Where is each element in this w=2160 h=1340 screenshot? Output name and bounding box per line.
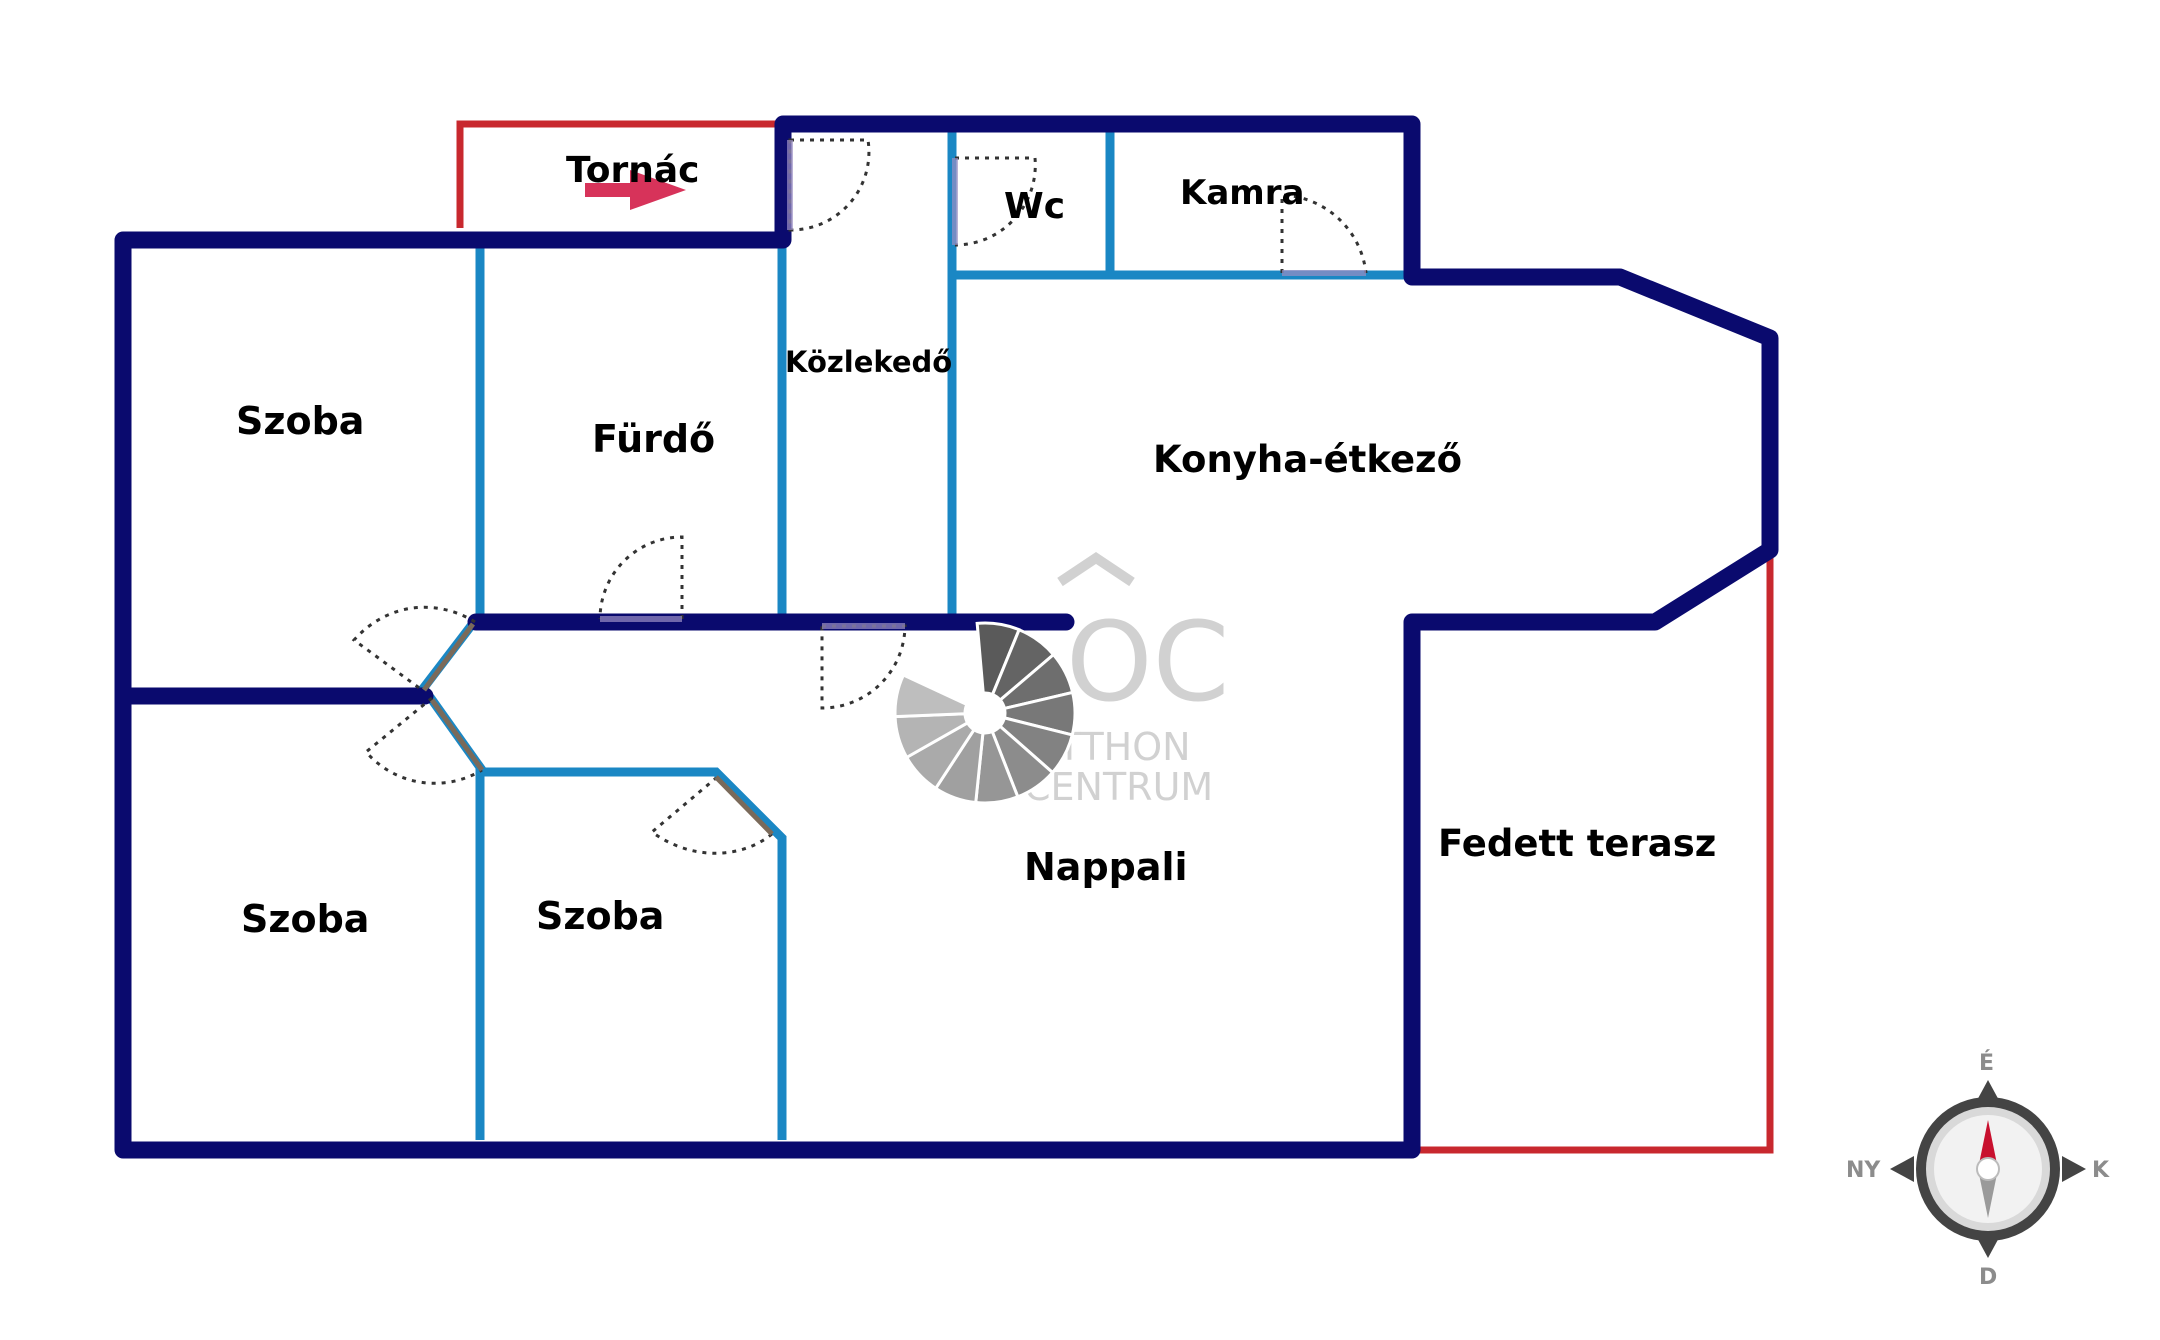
- room-label-szoba-bottom-mid: Szoba: [536, 894, 664, 938]
- covered-terrace-outline: [1410, 550, 1774, 1154]
- watermark-logo: OC: [1066, 598, 1229, 726]
- door-swings: [351, 138, 1368, 855]
- entrance-arrow-icon: [585, 170, 686, 210]
- door-leaves-diagonal: [421, 622, 774, 836]
- stair-tread: [893, 672, 969, 719]
- outer-walls: [114, 115, 1779, 1159]
- watermark-roof-icon: [1057, 551, 1135, 587]
- porch-outline: [456, 120, 778, 228]
- stair-core: [967, 695, 1003, 731]
- compass-east-label: K: [2092, 1158, 2110, 1183]
- compass-needle-south: [1978, 1169, 1998, 1218]
- room-label-kamra: Kamra: [1180, 173, 1304, 213]
- room-label-tornac: Tornác: [566, 150, 700, 191]
- room-labels: Tornác Wc Kamra Közlekedő Szoba Fürdő Ko…: [236, 150, 1716, 941]
- room-label-szoba-bottom-left: Szoba: [241, 897, 369, 941]
- door-leaves: [600, 140, 1366, 629]
- room-label-konyha: Konyha-étkező: [1153, 438, 1462, 481]
- room-label-fedett-terasz: Fedett terasz: [1438, 822, 1716, 865]
- room-label-nappali: Nappali: [1024, 845, 1188, 889]
- compass-needle-north: [1978, 1120, 1998, 1169]
- watermark-line2: CENTRUM: [1024, 765, 1213, 809]
- terrace-outlines: [456, 120, 1774, 1154]
- compass-north-label: É: [1979, 1050, 1994, 1076]
- compass-south-label: D: [1979, 1265, 1997, 1290]
- watermark: OC OTTHON CENTRUM: [1024, 551, 1229, 809]
- compass-icon: É K D NY: [1846, 1050, 2110, 1290]
- compass-west-label: NY: [1846, 1158, 1881, 1183]
- spiral-staircase-icon: [893, 621, 1077, 805]
- room-label-szoba-top: Szoba: [236, 399, 364, 443]
- room-label-kozlekedo: Közlekedő: [785, 345, 952, 379]
- inner-walls: [418, 128, 1410, 1140]
- room-label-wc: Wc: [1004, 186, 1065, 227]
- room-label-furdo: Fürdő: [592, 417, 715, 461]
